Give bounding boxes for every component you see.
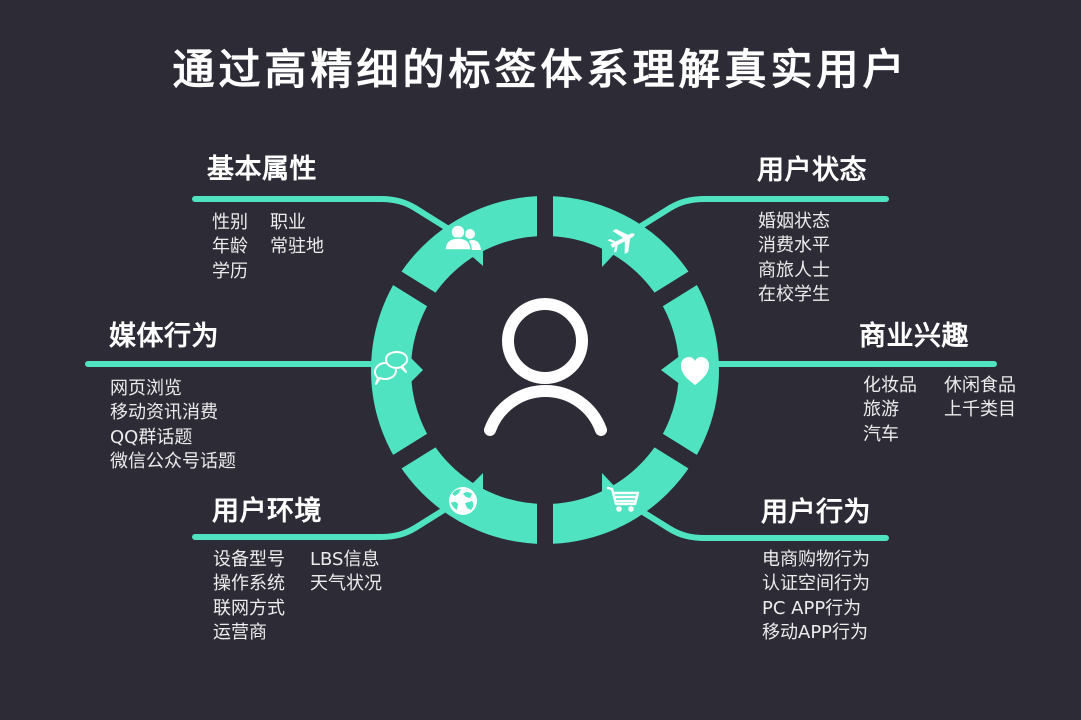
connector-line-user-behavior: [627, 501, 889, 541]
tag-item: 电商购物行为: [762, 549, 870, 570]
heart-icon: [681, 357, 709, 385]
category-title-media-behavior: 媒体行为: [109, 321, 219, 352]
tag-item: 年龄: [212, 236, 248, 258]
notch-top-right: [602, 244, 618, 267]
tag-item: 婚姻状态: [758, 211, 830, 232]
category-items-user-status: 婚姻状态 消费水平 商旅人士 在校学生: [758, 210, 830, 307]
tag-item: 移动APP行为: [762, 621, 869, 643]
tag-item: 休闲食品: [944, 375, 1016, 396]
tag-item: 职业: [270, 212, 306, 233]
chat-bubbles-icon: [373, 351, 409, 385]
tag-item: 上千类目: [944, 399, 1016, 421]
category-items-user-environment-col2: LBS信息 天气状况: [310, 548, 382, 597]
connector-line-user-environment: [192, 500, 458, 540]
tag-item: 性别: [212, 212, 248, 233]
user-icon: [484, 298, 607, 436]
notch-left: [409, 356, 423, 384]
tag-item: 操作系统: [213, 573, 285, 595]
tag-item: 天气状况: [310, 573, 382, 595]
tag-item: 网页浏览: [110, 378, 182, 399]
category-title-user-status: 用户状态: [757, 155, 867, 186]
airplane-icon: [607, 228, 635, 254]
tag-item: 旅游: [863, 399, 899, 421]
notch-bottom-right: [602, 473, 618, 495]
category-title-user-environment: 用户环境: [212, 496, 322, 527]
tag-item: 联网方式: [213, 597, 285, 619]
tag-item: 运营商: [213, 621, 267, 643]
ring-gap-diagonal-b: [387, 268, 703, 472]
category-items-business-interest-col2: 休闲食品 上千类目: [944, 374, 1016, 423]
category-title-basic-attributes: 基本属性: [207, 154, 317, 185]
connector-line-user-status: [627, 196, 889, 236]
category-items-business-interest-col1: 化妆品 旅游 汽车: [863, 374, 917, 447]
tag-item: 微信公众号话题: [110, 450, 236, 472]
category-items-basic-attributes-col2: 职业 常驻地: [270, 211, 324, 260]
globe-icon: [449, 487, 477, 515]
notch-right: [661, 355, 681, 385]
tag-item: 认证空间行为: [762, 573, 870, 595]
page-title: 通过高精细的标签体系理解真实用户: [172, 45, 909, 94]
tag-item: 汽车: [863, 423, 899, 445]
tag-item: PC APP行为: [762, 597, 862, 619]
tag-item: 在校学生: [758, 283, 830, 305]
tag-item: 商旅人士: [758, 259, 830, 281]
connector-line-basic-attributes: [192, 196, 458, 236]
tag-item: 设备型号: [213, 549, 285, 570]
notch-bottom-left: [467, 473, 483, 495]
people-icon: [444, 224, 481, 251]
category-items-user-behavior: 电商购物行为 认证空间行为 PC APP行为 移动APP行为: [762, 548, 870, 645]
category-title-business-interest: 商业兴趣: [859, 321, 969, 352]
category-title-user-behavior: 用户行为: [761, 497, 871, 528]
tag-item: 学历: [212, 260, 248, 282]
tag-item: LBS信息: [310, 549, 380, 570]
category-items-user-environment-col1: 设备型号 操作系统 联网方式 运营商: [213, 548, 285, 645]
tag-item: QQ群话题: [110, 426, 193, 448]
category-items-media-behavior: 网页浏览 移动资讯消费 QQ群话题 微信公众号话题: [110, 377, 236, 474]
tag-item: 常驻地: [270, 236, 324, 258]
tag-item: 移动资讯消费: [110, 402, 218, 424]
tag-item: 消费水平: [758, 235, 830, 257]
category-items-basic-attributes-col1: 性别 年龄 学历: [212, 211, 248, 284]
tag-item: 化妆品: [863, 375, 917, 396]
shopping-cart-icon: [606, 486, 640, 512]
